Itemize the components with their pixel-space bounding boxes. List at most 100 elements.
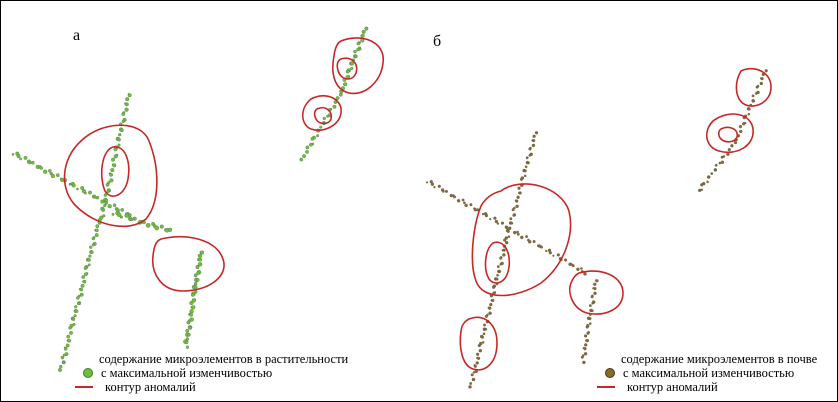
- sample-point: [506, 229, 510, 233]
- sample-point: [305, 150, 309, 154]
- sample-point: [539, 245, 543, 249]
- sample-point: [118, 133, 122, 137]
- sample-point: [534, 131, 539, 135]
- sample-point: [361, 29, 366, 34]
- sample-point: [73, 314, 77, 318]
- contour-b-big: [471, 183, 572, 297]
- legend-b-text-1: содержание микроэлементов в почве: [621, 352, 818, 366]
- sample-point: [356, 41, 361, 46]
- sample-point: [338, 92, 343, 97]
- sample-point: [742, 122, 746, 126]
- sample-point: [512, 214, 516, 217]
- sample-point: [48, 169, 52, 173]
- legend-b-row-2: с максимальной изменчивостью: [605, 366, 817, 380]
- sample-point: [585, 338, 590, 343]
- sample-point: [193, 273, 198, 278]
- sample-point: [461, 198, 465, 202]
- sample-point: [516, 232, 520, 236]
- sample-point: [496, 222, 500, 225]
- sample-point: [583, 272, 587, 276]
- sample-point: [519, 177, 524, 181]
- sample-point: [590, 309, 594, 313]
- sample-point: [524, 165, 528, 169]
- sample-point: [88, 254, 92, 258]
- sample-point: [65, 343, 70, 348]
- sample-point: [60, 355, 65, 360]
- sample-point: [360, 33, 365, 38]
- sample-point: [591, 301, 595, 305]
- legend-b-row-1: содержание микроэлементов в почве: [605, 352, 817, 366]
- sample-point: [481, 335, 484, 339]
- sample-point: [62, 353, 66, 357]
- panel-a-legend: содержание микроэлементов в растительнос…: [75, 352, 348, 394]
- sample-point: [584, 343, 588, 347]
- legend-a-text-2: с максимальной изменчивостью: [101, 366, 273, 380]
- sample-point: [502, 253, 506, 257]
- sample-point: [117, 143, 121, 147]
- sample-point: [556, 253, 560, 257]
- sample-point: [145, 223, 151, 228]
- sample-point: [759, 81, 763, 86]
- sample-point: [752, 99, 756, 103]
- sample-point: [484, 327, 488, 331]
- sample-point: [499, 256, 503, 260]
- panel-b-anomaly-contours: [459, 67, 772, 371]
- legend-b-row-3: контур аномалий: [597, 380, 817, 394]
- sample-point: [532, 134, 536, 138]
- sample-point: [124, 107, 129, 112]
- sample-point: [74, 305, 78, 309]
- sample-point: [107, 204, 112, 209]
- sample-point: [425, 181, 429, 184]
- contour-a-inner-oval: [100, 146, 130, 197]
- sample-point: [528, 240, 532, 244]
- sample-point: [305, 145, 310, 150]
- sample-point: [113, 147, 118, 152]
- sample-point: [472, 378, 475, 381]
- contour-a-top-lower: [301, 95, 342, 131]
- sample-point: [706, 180, 709, 184]
- sample-point: [105, 183, 110, 187]
- sample-point: [488, 311, 492, 315]
- sample-point: [188, 326, 192, 330]
- sample-point: [483, 323, 486, 327]
- sample-point: [71, 183, 76, 188]
- sample-point: [84, 272, 88, 277]
- sample-point: [593, 287, 597, 291]
- sample-point: [589, 322, 592, 325]
- sample-point: [193, 281, 198, 286]
- sample-point: [89, 245, 93, 249]
- sample-point: [707, 175, 711, 179]
- sample-point: [495, 277, 499, 281]
- sample-point: [299, 157, 304, 162]
- sample-point: [484, 314, 488, 318]
- sample-point: [111, 212, 115, 216]
- sample-point: [87, 258, 91, 262]
- sample-point: [350, 61, 354, 66]
- sample-point: [580, 267, 583, 270]
- sample-point: [16, 153, 21, 158]
- sample-point: [582, 360, 586, 365]
- sample-point: [482, 332, 486, 336]
- contour-b-inner-oval: [484, 241, 511, 284]
- sample-point: [739, 129, 743, 134]
- contour-a-right: [152, 236, 225, 292]
- sample-point: [491, 298, 495, 303]
- sample-point: [468, 385, 472, 389]
- sample-point: [91, 243, 95, 247]
- sample-point: [111, 157, 115, 162]
- sample-point: [113, 154, 118, 159]
- sample-point: [531, 143, 536, 148]
- sample-point: [120, 128, 124, 132]
- sample-point: [437, 184, 441, 188]
- sample-point: [513, 230, 517, 235]
- sample-point: [193, 285, 198, 289]
- sample-point: [95, 228, 99, 233]
- sample-point: [59, 364, 63, 369]
- sample-point: [116, 212, 122, 218]
- sample-point: [77, 302, 81, 306]
- red-line-icon: [75, 386, 93, 388]
- sample-point: [132, 216, 137, 221]
- sample-point: [102, 214, 106, 218]
- sample-point: [353, 49, 357, 54]
